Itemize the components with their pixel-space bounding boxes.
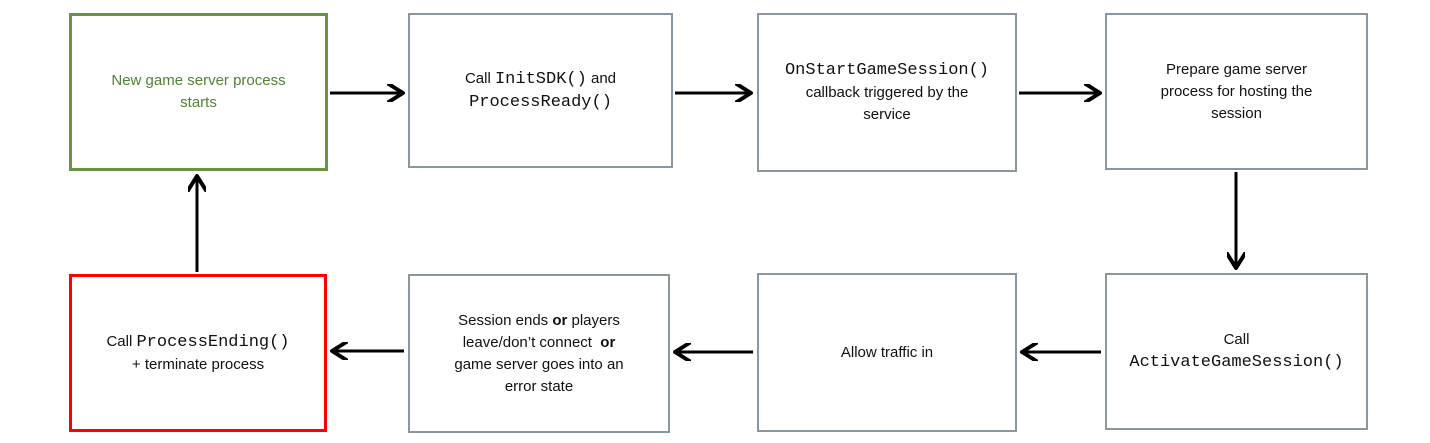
- code-segment-initsdk: InitSDK(): [494, 69, 587, 89]
- text-segment: session: [1211, 104, 1262, 122]
- text-segment: process for hosting the: [1160, 82, 1313, 100]
- box-line: ActivateGameSession(): [1129, 351, 1343, 374]
- text-segment: and: [586, 69, 617, 87]
- box-line: OnStartGameSession(): [785, 59, 989, 82]
- flow-box-onstartgamesession-callback: OnStartGameSession() callback triggered …: [757, 13, 1017, 172]
- box-line: callback triggered by the: [806, 82, 969, 104]
- bold-or-segment: or: [552, 311, 568, 329]
- box-line: Prepare game server: [1166, 59, 1307, 81]
- flow-box-prepare-game-server-process: Prepare game server process for hosting …: [1105, 13, 1368, 170]
- box-line: starts: [180, 92, 217, 114]
- text-segment: Call: [464, 69, 495, 87]
- box-line: process for hosting the: [1161, 81, 1313, 103]
- box-line: Call ProcessEnding(): [106, 331, 289, 354]
- flow-box-session-ends-or-error: Session ends or players leave/don’t conn…: [408, 274, 670, 433]
- box-line: game server goes into an: [454, 354, 623, 376]
- box-line: service: [863, 104, 911, 126]
- text-segment: Prepare game server: [1166, 60, 1307, 78]
- box-line: leave/don’t connect or: [463, 332, 616, 354]
- text-segment: error state: [504, 377, 574, 395]
- text-segment: starts: [180, 94, 217, 111]
- box-line: session: [1211, 103, 1262, 125]
- text-segment: New game server process: [111, 72, 286, 89]
- text-segment: game server goes into an: [454, 355, 624, 373]
- text-segment: players: [567, 311, 620, 329]
- flow-box-call-initsdk-processready: Call InitSDK() and ProcessReady(): [408, 13, 673, 168]
- box-line: error state: [505, 376, 573, 398]
- text-segment: leave/don’t connect: [462, 333, 601, 351]
- text-segment: Call: [106, 332, 137, 350]
- text-segment: Call: [1223, 331, 1250, 348]
- code-segment-processready: ProcessReady(): [469, 92, 612, 112]
- box-line: New game server process: [111, 70, 285, 92]
- box-line: ProcessReady(): [469, 91, 612, 114]
- flow-box-new-game-server-process-starts: New game server process starts: [69, 13, 328, 171]
- box-line: Call: [1224, 329, 1250, 351]
- code-segment-onstartgamesession: OnStartGameSession(): [784, 61, 990, 80]
- text-segment: Session ends: [458, 311, 553, 329]
- flow-box-allow-traffic-in: Allow traffic in: [757, 273, 1017, 432]
- box-line: Allow traffic in: [841, 342, 933, 364]
- flow-box-call-activategamesession: Call ActivateGameSession(): [1105, 273, 1368, 430]
- flow-box-call-processending-terminate: Call ProcessEnding() + terminate process: [69, 274, 327, 432]
- box-line: Session ends or players: [458, 310, 620, 332]
- code-segment-processending: ProcessEnding(): [136, 332, 290, 352]
- box-line: Call InitSDK() and: [465, 68, 616, 91]
- text-segment: service: [863, 106, 911, 123]
- text-segment: Allow traffic in: [840, 343, 934, 361]
- text-segment: callback triggered by the: [805, 84, 969, 101]
- code-segment-activategamesession: ActivateGameSession(): [1129, 353, 1344, 372]
- bold-or-segment: or: [600, 333, 616, 351]
- box-line: + terminate process: [132, 354, 264, 376]
- text-segment: + terminate process: [131, 355, 265, 373]
